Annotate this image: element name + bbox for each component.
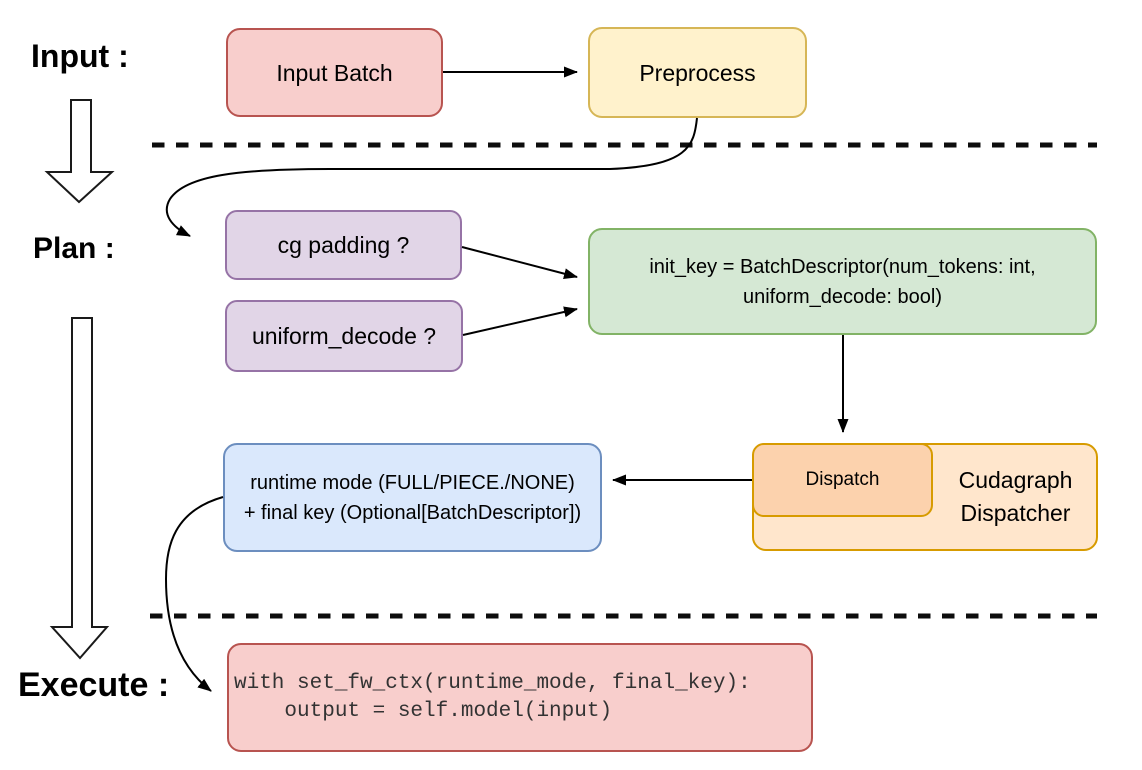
- node-init-key: init_key = BatchDescriptor(num_tokens: i…: [588, 228, 1097, 335]
- node-runtime-mode: runtime mode (FULL/PIECE./NONE) + final …: [223, 443, 602, 552]
- node-dispatch: Dispatch: [752, 443, 933, 517]
- node-init-key-line2: uniform_decode: bool): [742, 285, 942, 308]
- node-cg-padding: cg padding ?: [225, 210, 462, 280]
- node-init-key-line1: init_key = BatchDescriptor(num_tokens: i…: [649, 255, 1036, 278]
- cudagraph-label-line2: Dispatcher: [960, 500, 1071, 526]
- node-runtime-mode-line2: + final key (Optional[BatchDescriptor]): [243, 501, 582, 524]
- node-cg-padding-label: cg padding ?: [277, 232, 410, 258]
- node-cudagraph-dispatcher-label: Cudagraph Dispatcher: [933, 443, 1098, 551]
- node-dispatch-label: Dispatch: [805, 469, 880, 490]
- hollow-arrow-input-to-plan-icon: [44, 99, 115, 204]
- cudagraph-label-line1: Cudagraph: [958, 467, 1073, 493]
- node-input-batch-label: Input Batch: [276, 59, 393, 86]
- node-uniform-decode: uniform_decode ?: [225, 300, 463, 372]
- stage-label-execute: Execute :: [18, 666, 170, 704]
- node-uniform-decode-label: uniform_decode ?: [251, 323, 437, 349]
- arrow-runtimemode-to-execute: [164, 496, 224, 692]
- hollow-arrow-plan-to-execute-icon: [49, 317, 110, 660]
- node-runtime-mode-line1: runtime mode (FULL/PIECE./NONE): [250, 471, 575, 494]
- stage-label-plan: Plan :: [33, 232, 115, 265]
- arrow-cgpadding-to-initkey: [461, 246, 578, 280]
- node-execute-code: with set_fw_ctx(runtime_mode, final_key)…: [227, 643, 813, 752]
- node-preprocess-label: Preprocess: [639, 59, 756, 86]
- node-input-batch: Input Batch: [226, 28, 443, 117]
- execute-code-line1: with set_fw_ctx(runtime_mode, final_key)…: [234, 671, 751, 695]
- stage-label-input: Input :: [31, 38, 129, 74]
- arrow-uniformdecode-to-initkey: [462, 306, 578, 336]
- node-preprocess: Preprocess: [588, 27, 807, 118]
- execute-code-line2: output = self.model(input): [234, 699, 613, 723]
